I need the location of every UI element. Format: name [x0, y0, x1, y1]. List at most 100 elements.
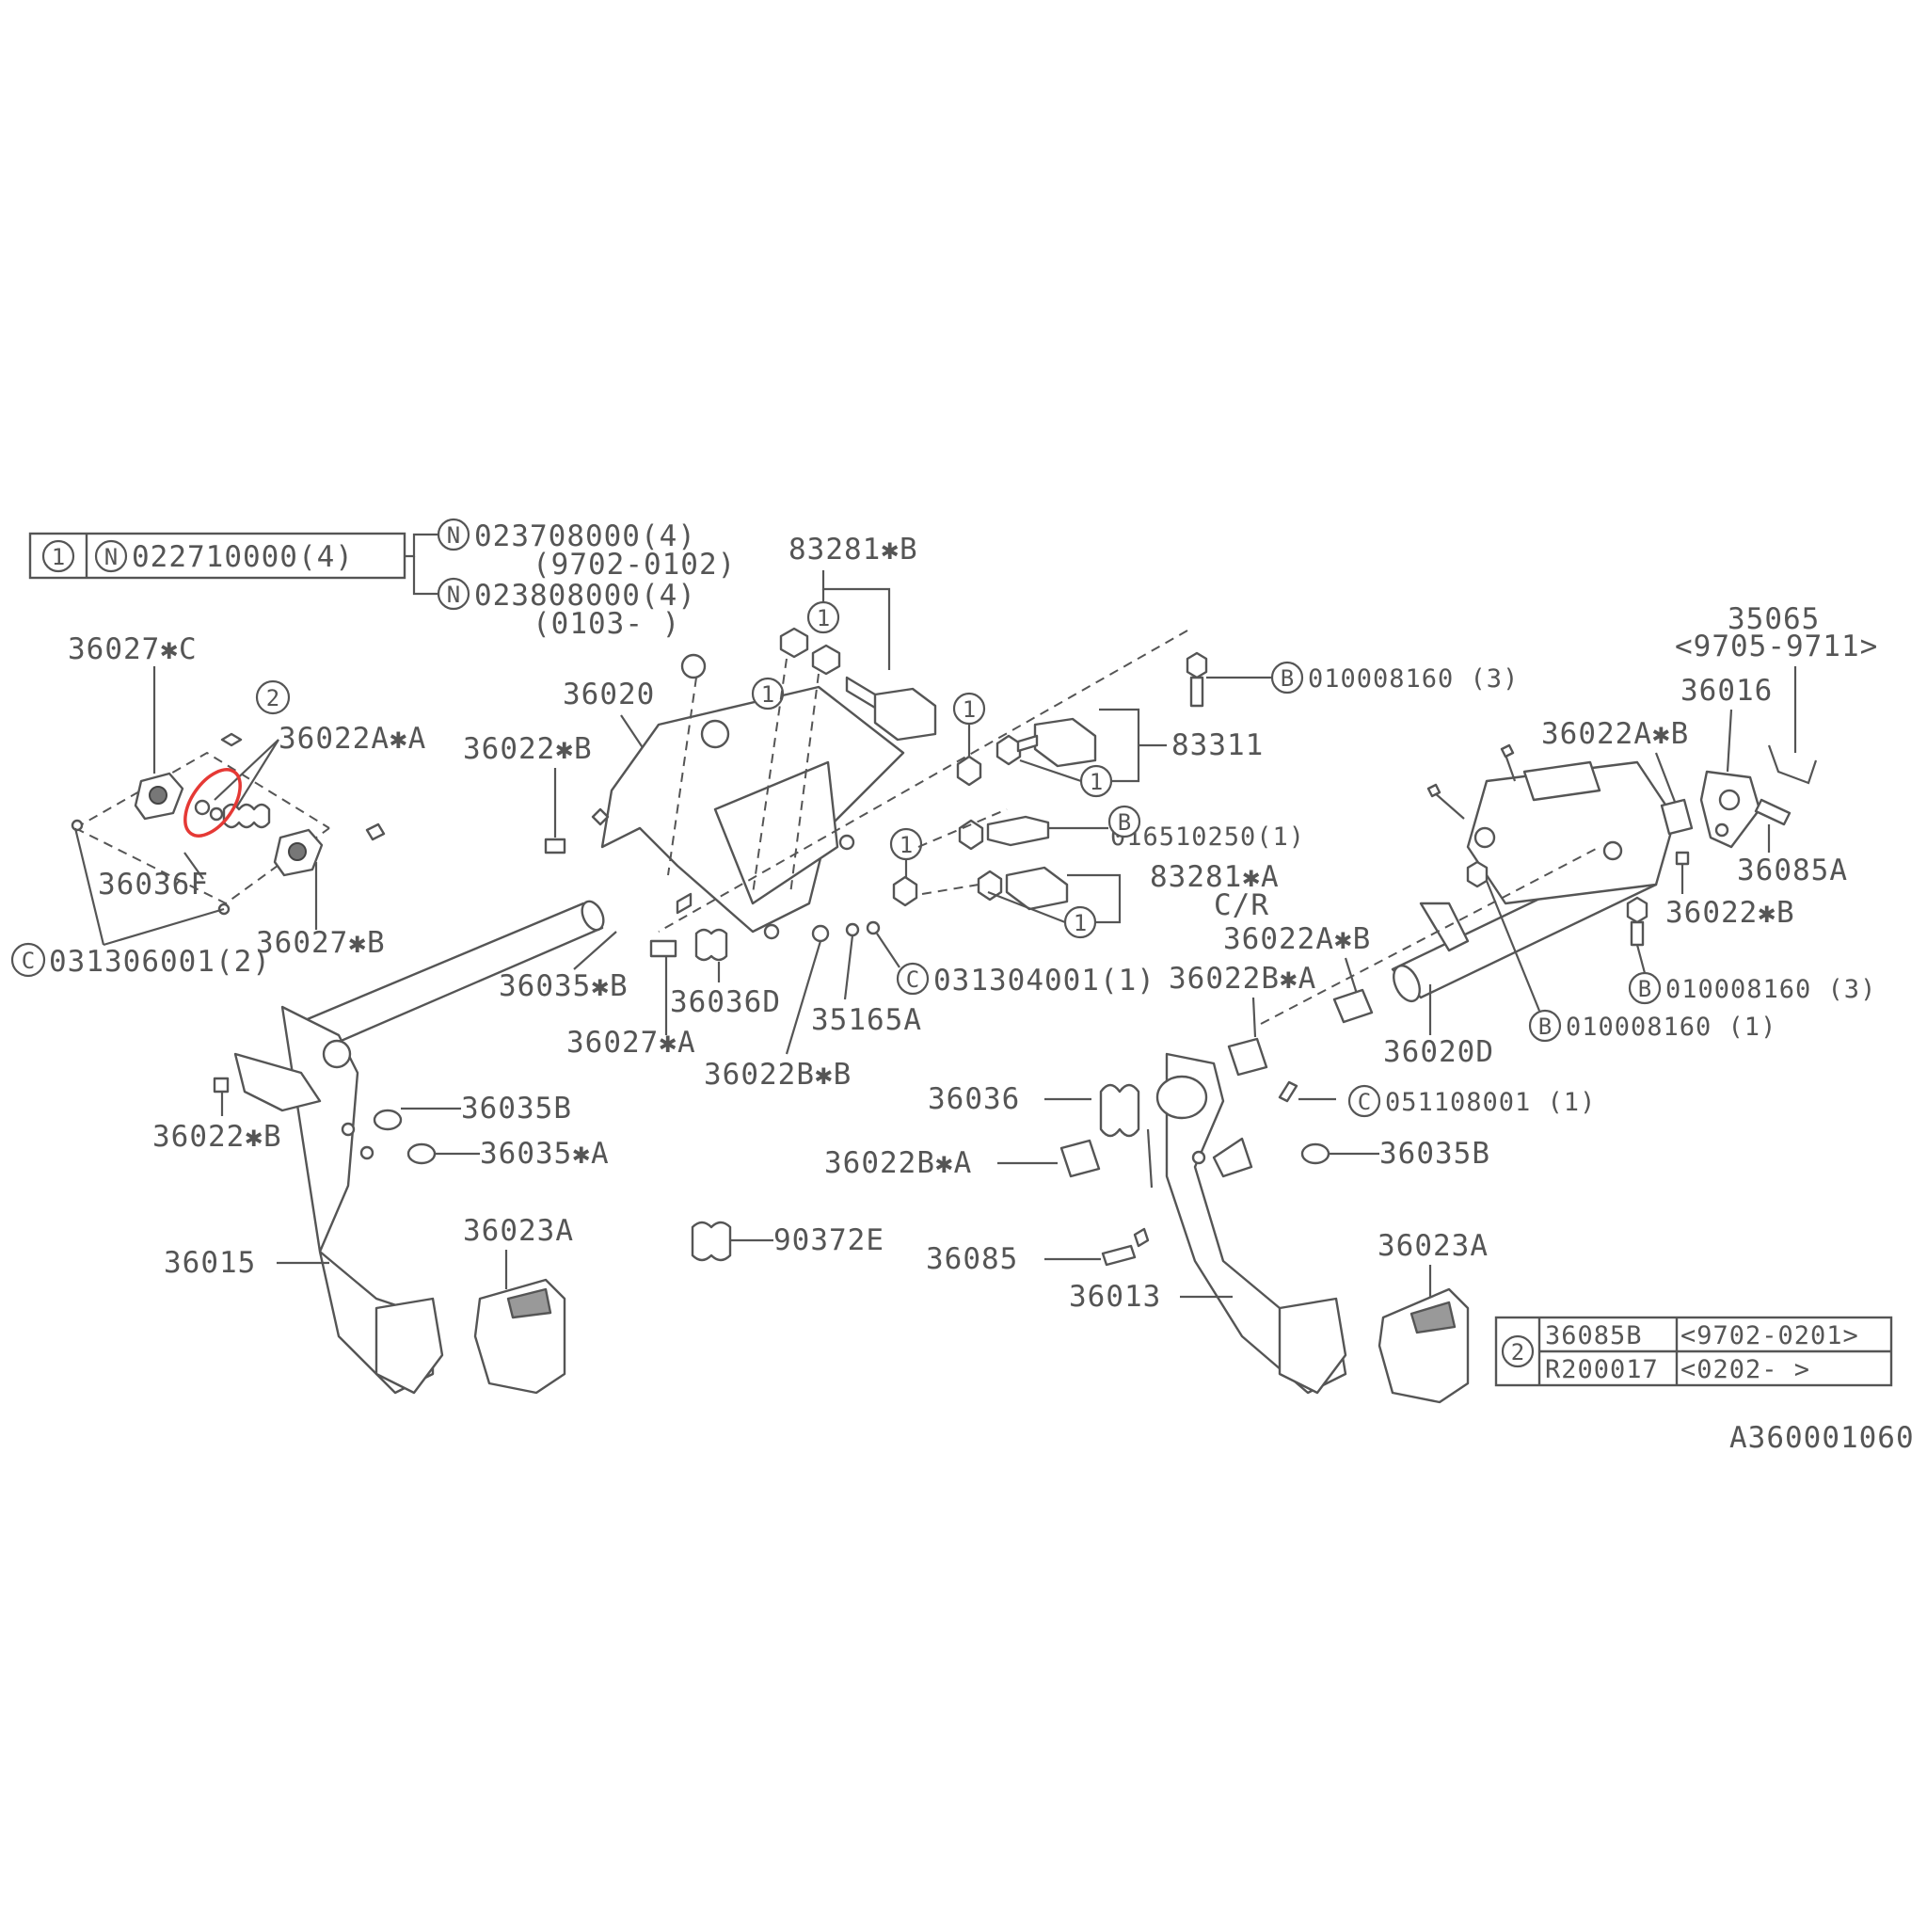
pedal-pad-part [1278, 1297, 1347, 1395]
clutch-shaft-left: 36035✱B [290, 892, 693, 1056]
ref-2-icon [255, 679, 291, 715]
svg-text:1: 1 [761, 681, 774, 708]
ref-2-icon [1501, 1334, 1535, 1368]
label-35065: 35065 [1728, 602, 1820, 636]
pin-part [1101, 1244, 1137, 1267]
svg-text:B: B [1538, 1014, 1552, 1040]
label-031304001: 031304001(1) [933, 964, 1155, 998]
ref-n-icon [94, 539, 128, 573]
spring-part [691, 1221, 732, 1262]
label-35165a: 35165A [811, 1003, 922, 1037]
label-010008160-3-right: 010008160 (3) [1665, 975, 1876, 1004]
legend-option-part: 023708000(4) [474, 519, 696, 553]
label-cr: C/R [1214, 888, 1269, 922]
bushing-part [1059, 1139, 1101, 1178]
svg-text:1: 1 [1090, 769, 1103, 795]
svg-text:N: N [447, 522, 460, 549]
label-83311: 83311 [1171, 728, 1264, 762]
spring-part [694, 928, 728, 962]
svg-text:2: 2 [266, 685, 279, 711]
bracket-36020: 36020 36022✱B [463, 653, 905, 940]
label-36036f: 36036F [98, 868, 209, 902]
legend-key-1: 1 N 022710000(4) N 023708000(4) (9702-01… [28, 518, 736, 641]
label-36022b-b: 36022B✱B [704, 1058, 852, 1092]
legend-option-part: 023808000(4) [474, 579, 696, 613]
svg-text:2: 2 [1511, 1339, 1524, 1365]
label-36022b-left: 36022✱B [152, 1120, 282, 1154]
ref-c-icon [10, 942, 46, 978]
legend-option-range: (0103- ) [533, 607, 680, 641]
label-010008160-1: 010008160 (1) [1566, 1013, 1776, 1042]
return-spring-part [1099, 1083, 1140, 1138]
label-36036d: 36036D [670, 985, 781, 1019]
svg-text:1: 1 [1074, 910, 1087, 936]
brake-shaft-assembly: 36020D 36022A✱B 36016 36085A 35065 <9705… [1383, 602, 1877, 1069]
svg-text:C: C [22, 948, 35, 974]
switch-83281a: 1 016510250(1) B 83281✱A C/R 1 [889, 805, 1305, 939]
svg-text:N: N [104, 544, 118, 570]
bolt-010008160-top: B 010008160 (3) [658, 630, 1519, 933]
label-36035b-left: 36035B [461, 1092, 572, 1126]
legend-row-range: <9702-0201> [1680, 1321, 1859, 1350]
brake-pedal-36013: 36022A✱B 36022B✱A 36036 36022B✱A 36085 3… [824, 846, 1601, 1395]
svg-text:1: 1 [817, 605, 830, 631]
svg-text:B: B [1638, 976, 1651, 1002]
label-051108001: 051108001 (1) [1385, 1088, 1596, 1117]
label-90372e: 90372E [773, 1223, 884, 1257]
label-83281b: 83281✱B [788, 533, 918, 567]
switch-body-part [1033, 717, 1097, 768]
svg-text:C: C [1358, 1089, 1371, 1115]
label-83281a: 83281✱A [1150, 860, 1280, 894]
svg-text:1: 1 [900, 832, 913, 858]
ref-b-icon [1107, 805, 1141, 838]
legend-option-range: (9702-0102) [533, 548, 736, 582]
label-36013: 36013 [1069, 1280, 1161, 1314]
clip-part [1278, 1080, 1298, 1103]
legend-row-range: <0202- > [1680, 1355, 1810, 1384]
label-36035a: 36035✱A [480, 1137, 610, 1171]
label-36035b-upper: 36035✱B [499, 969, 629, 1003]
switch-83311: 1 83311 1 [952, 692, 1264, 798]
pedal-pad-36023a-right: 36023A [1378, 1229, 1489, 1404]
pedal-pad-36023a-left: 36023A [463, 1214, 574, 1395]
part-90372e: 90372E [691, 1221, 884, 1262]
svg-text:B: B [1281, 665, 1294, 692]
label-016510250: 016510250(1) [1110, 822, 1305, 852]
label-36027c: 36027✱C [68, 632, 198, 666]
label-36035b-right: 36035B [1379, 1137, 1490, 1171]
label-36022a-b-mid: 36022A✱B [1223, 922, 1371, 956]
ref-n-icon [437, 518, 470, 551]
spring-part [222, 803, 271, 829]
legend-key-2: 2 36085B <9702-0201> R200017 <0202- > [1494, 1316, 1893, 1387]
ref-b-icon [1528, 1009, 1562, 1043]
switch-body-part [873, 687, 937, 742]
label-36022b-a-low: 36022B✱A [824, 1146, 972, 1180]
pin-part [649, 939, 677, 958]
label-36020d: 36020D [1383, 1035, 1494, 1069]
label-36027a: 36027✱A [566, 1026, 696, 1060]
label-010008160-3-top: 010008160 (3) [1308, 664, 1519, 694]
label-36085: 36085 [926, 1242, 1018, 1276]
label-031306001: 031306001(2) [49, 945, 271, 979]
bushing-part [1332, 988, 1374, 1024]
bracket-part [1466, 760, 1677, 905]
label-36023a-right: 36023A [1378, 1229, 1489, 1263]
legend-part: 022710000(4) [132, 540, 354, 574]
legend-row-part: 36085B [1545, 1321, 1643, 1350]
ref-c-icon [896, 962, 930, 996]
ref-1-icon [41, 539, 75, 573]
label-36022b-upper: 36022✱B [463, 732, 593, 766]
highlight-ring [183, 768, 242, 838]
switch-83281b: 83281✱B 1 1 [751, 533, 937, 895]
bushing-part [1660, 798, 1694, 836]
ref-1-icon [952, 692, 986, 726]
label-36027b: 36027✱B [256, 926, 386, 960]
svg-text:N: N [447, 582, 460, 608]
label-36085a: 36085A [1737, 854, 1848, 887]
label-36036: 36036 [928, 1082, 1020, 1116]
label-36022a-a-left: 36022A✱A [279, 722, 426, 756]
label-36023a-left: 36023A [463, 1214, 574, 1248]
ref-c-icon [1347, 1084, 1381, 1118]
